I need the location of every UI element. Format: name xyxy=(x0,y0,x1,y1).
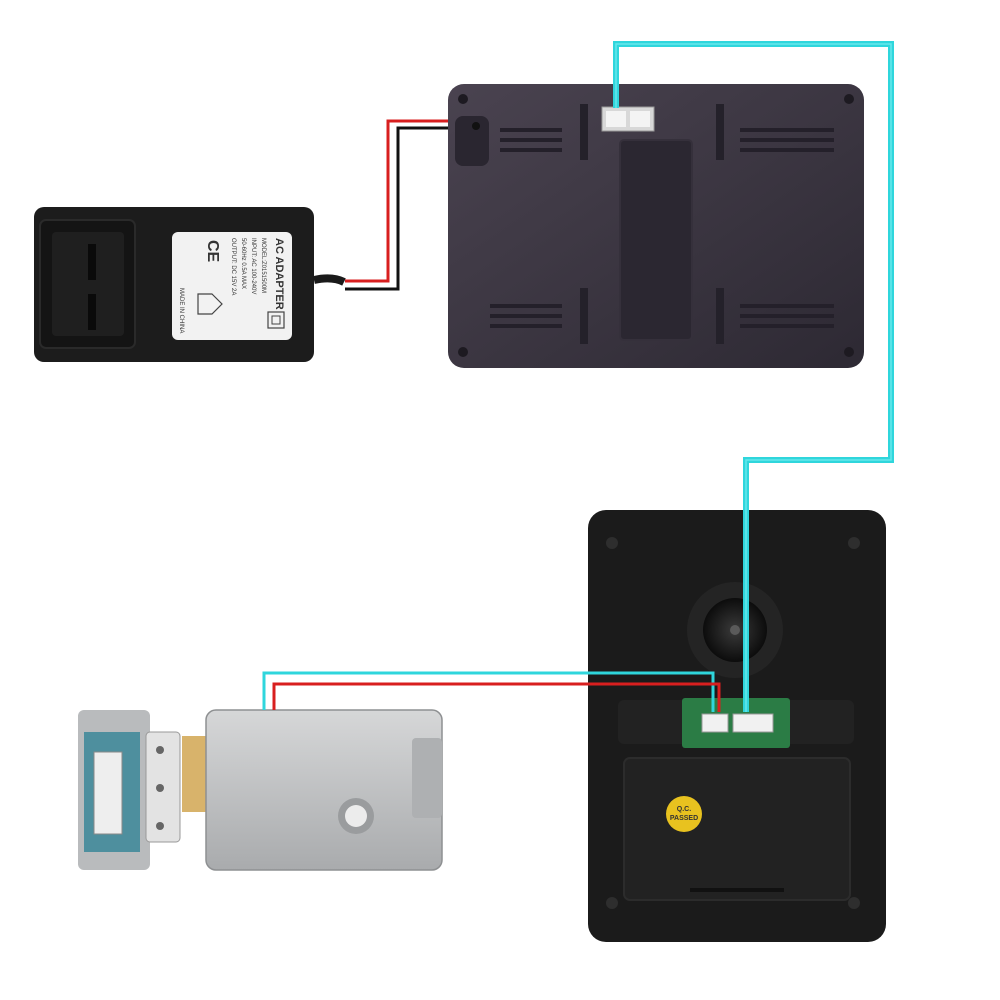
strike-plate-screw-hole xyxy=(156,822,164,830)
adapter-label-input: INPUT: AC 100-240V xyxy=(250,238,256,294)
monitor-to-doorbell-wire-highlight xyxy=(615,43,892,712)
double-insulation-icon-inner xyxy=(271,315,281,325)
doorbell-monitor-connector xyxy=(732,713,774,733)
adapter-label-title: AC ADAPTER xyxy=(273,238,285,310)
doorbell-screw xyxy=(606,537,618,549)
doorbell-screw xyxy=(848,537,860,549)
double-insulation-icon xyxy=(267,311,285,329)
adapter-prong-top xyxy=(88,244,96,280)
monitor-power-jack-housing xyxy=(455,116,489,166)
adapter-label-freq: 50-60Hz 0.5A MAX xyxy=(240,238,246,289)
adapter-label: AC ADAPTER MODEL:Z0151500M INPUT: AC 100… xyxy=(172,232,292,340)
power-wires xyxy=(345,119,476,291)
doorbell-screw xyxy=(848,897,860,909)
monitor-bracket-slot xyxy=(716,288,724,344)
indoor-monitor xyxy=(448,84,864,368)
adapter-label-sticker xyxy=(172,232,292,340)
monitor-screw xyxy=(458,94,468,104)
doorbell-lock-connector xyxy=(701,713,729,733)
qc-sticker-line1: Q.C. xyxy=(677,806,691,813)
doorbell-screw xyxy=(606,897,618,909)
monitor-screw xyxy=(844,347,854,357)
monitor-bracket-slot xyxy=(580,288,588,344)
lock-strike-plate xyxy=(78,710,181,870)
monitor-center-panel xyxy=(619,139,693,341)
lock-data-wire xyxy=(262,671,715,712)
electric-lock xyxy=(182,709,443,871)
lock-positive-wire xyxy=(272,682,721,712)
monitor-power-jack xyxy=(472,122,480,130)
monitor-connector-port xyxy=(606,111,626,127)
qc-passed-sticker xyxy=(666,796,702,832)
negative-wire xyxy=(345,126,476,291)
strike-plate-screw-hole xyxy=(156,784,164,792)
strike-plate-screw-hole xyxy=(156,746,164,754)
lock-body xyxy=(205,709,443,871)
outdoor-doorbell: Q.C. PASSED xyxy=(588,510,886,942)
adapter-label-model: MODEL:Z0151500M xyxy=(260,238,266,293)
monitor-screw xyxy=(844,94,854,104)
monitor-bracket-slot xyxy=(580,104,588,160)
adapter-label-ce: CE xyxy=(204,240,221,263)
positive-wire xyxy=(345,119,476,283)
adapter-plug-recess xyxy=(52,232,124,336)
monitor-bracket-slot xyxy=(716,104,724,160)
doorbell-lens-center xyxy=(730,625,740,635)
lock-cylinder xyxy=(345,805,367,827)
lock-handle-mount xyxy=(412,738,442,818)
adapter-prong-bottom xyxy=(88,294,96,330)
adapter-cable-strain-relief xyxy=(313,274,346,286)
monitor-vent-grille xyxy=(490,128,834,328)
lock-wires xyxy=(262,671,721,712)
monitor-screw xyxy=(458,347,468,357)
doorbell-rear-cover xyxy=(623,757,851,901)
monitor-connector-port xyxy=(630,111,650,127)
ac-adapter: AC ADAPTER MODEL:Z0151500M INPUT: AC 100… xyxy=(34,207,346,362)
adapter-label-origin: MADE IN CHINA xyxy=(178,288,184,333)
qc-sticker-line2: PASSED xyxy=(670,815,698,822)
indoor-use-icon xyxy=(197,293,223,315)
adapter-label-output: OUTPUT: DC 15V 2A xyxy=(230,238,236,295)
doorbell-rear-cover-slot xyxy=(690,888,784,892)
strike-plate-opening xyxy=(93,751,123,835)
electric-lock-assembly xyxy=(78,709,443,871)
